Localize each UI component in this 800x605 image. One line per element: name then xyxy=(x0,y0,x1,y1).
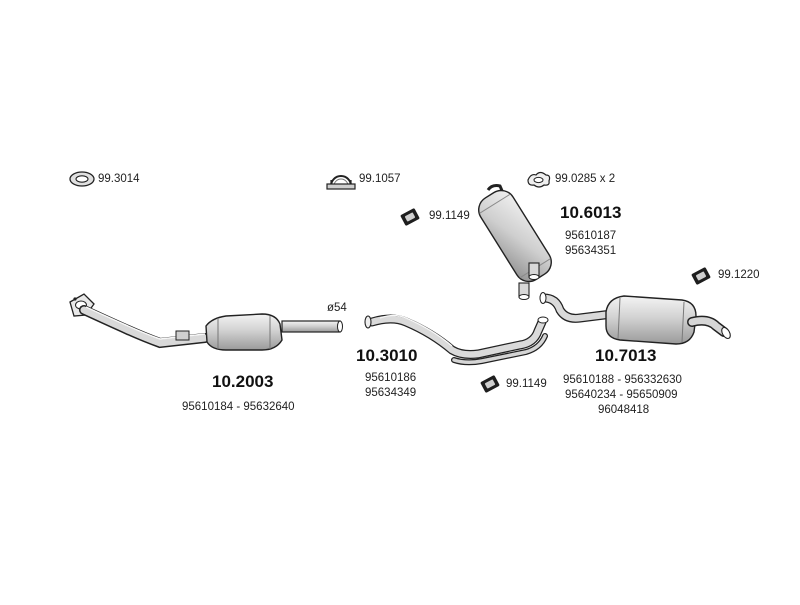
clamp-code: 99.1057 xyxy=(359,173,401,185)
oem-number: 95610187 xyxy=(565,230,617,242)
front-pipe-with-catalyst xyxy=(69,293,343,351)
rings-code: 99.0285 x 2 xyxy=(555,173,616,185)
rubber-hanger-icon xyxy=(691,267,711,285)
gasket-code: 99.3014 xyxy=(98,173,140,185)
diameter-label: ø54 xyxy=(327,302,347,314)
oem-number: 96048418 xyxy=(598,404,650,416)
oem-number: 95610188 - 956332630 xyxy=(563,374,682,386)
rubber-hanger-icon xyxy=(400,208,420,226)
part-number-middle-pipe: 10.3010 xyxy=(356,346,418,365)
hanger-top-code: 99.1149 xyxy=(429,210,470,222)
center-muffler xyxy=(478,184,552,300)
rear-muffler xyxy=(539,292,731,345)
oem-number: 95640234 - 95650909 xyxy=(565,389,678,401)
gasket-ring-icon xyxy=(69,171,95,187)
part-number-front: 10.2003 xyxy=(212,372,274,391)
oem-number: 95610184 - 95632640 xyxy=(182,401,295,413)
part-number-center-muffler: 10.6013 xyxy=(560,203,622,222)
part-number-rear-muffler: 10.7013 xyxy=(595,346,657,365)
ring-pair-icon xyxy=(527,171,551,188)
oem-number: 95634349 xyxy=(365,387,417,399)
rubber-hanger-icon xyxy=(480,375,500,393)
clamp-icon xyxy=(326,175,356,190)
hanger-right-code: 99.1220 xyxy=(718,269,760,281)
oem-number: 95610186 xyxy=(365,372,417,384)
intermediate-pipe xyxy=(364,314,549,366)
hanger-bottom-code: 99.1149 xyxy=(506,378,547,390)
oem-number: 95634351 xyxy=(565,245,617,257)
